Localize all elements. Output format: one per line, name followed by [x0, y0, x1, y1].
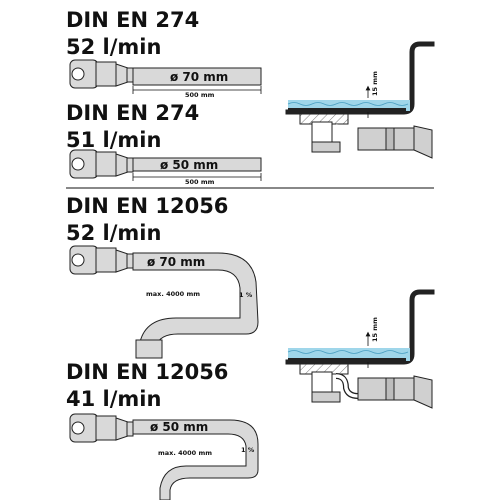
section-4-standard: DIN EN 12056 [66, 360, 228, 384]
pipe-diameter-label-3: ø 70 mm [147, 255, 205, 269]
drain-unit-1 [69, 59, 134, 89]
slope-label-3: 1 % [239, 291, 253, 299]
tray-height-label-2: 15 mm [371, 317, 379, 342]
drain-unit-4 [69, 413, 134, 443]
pipe-segment-1 [132, 67, 262, 86]
section-1-standard: DIN EN 274 [66, 8, 199, 32]
tray-detail-2: 15 mm [285, 289, 435, 409]
drain-unit-2 [69, 149, 134, 179]
drain-unit-3 [69, 245, 134, 275]
length-label-1: 500 mm [185, 91, 215, 99]
tray-height-label-1: 15 mm [371, 71, 379, 96]
section-4: DIN EN 12056 41 l/min ø 50 mm max. 4000 … [66, 360, 259, 500]
section-3-flow: 52 l/min [66, 221, 161, 245]
length-label-2: 500 mm [185, 178, 215, 186]
slope-label-4: 1 % [241, 446, 255, 454]
pipe-diameter-label-1: ø 70 mm [170, 70, 228, 84]
section-2: DIN EN 274 51 l/min ø 50 mm 500 mm [66, 101, 262, 186]
pipe-segment-2 [132, 157, 262, 172]
section-2-flow: 51 l/min [66, 128, 161, 152]
section-1-flow: 52 l/min [66, 35, 161, 59]
water-layer-1 [288, 100, 410, 111]
pipe-diameter-label-4: ø 50 mm [150, 420, 208, 434]
water-layer-2 [288, 348, 410, 361]
tray-detail-1: 15 mm [285, 41, 435, 159]
section-3: DIN EN 12056 52 l/min ø 70 mm max. 4000 … [66, 194, 259, 359]
pipe-diameter-label-2: ø 50 mm [160, 158, 218, 172]
length-label-3: max. 4000 mm [146, 290, 200, 298]
section-3-standard: DIN EN 12056 [66, 194, 228, 218]
section-2-standard: DIN EN 274 [66, 101, 199, 125]
length-label-4: max. 4000 mm [158, 449, 212, 457]
pipe-route-4 [132, 419, 259, 500]
section-4-flow: 41 l/min [66, 387, 161, 411]
section-1: DIN EN 274 52 l/min ø 70 mm 500 mm [66, 8, 262, 99]
